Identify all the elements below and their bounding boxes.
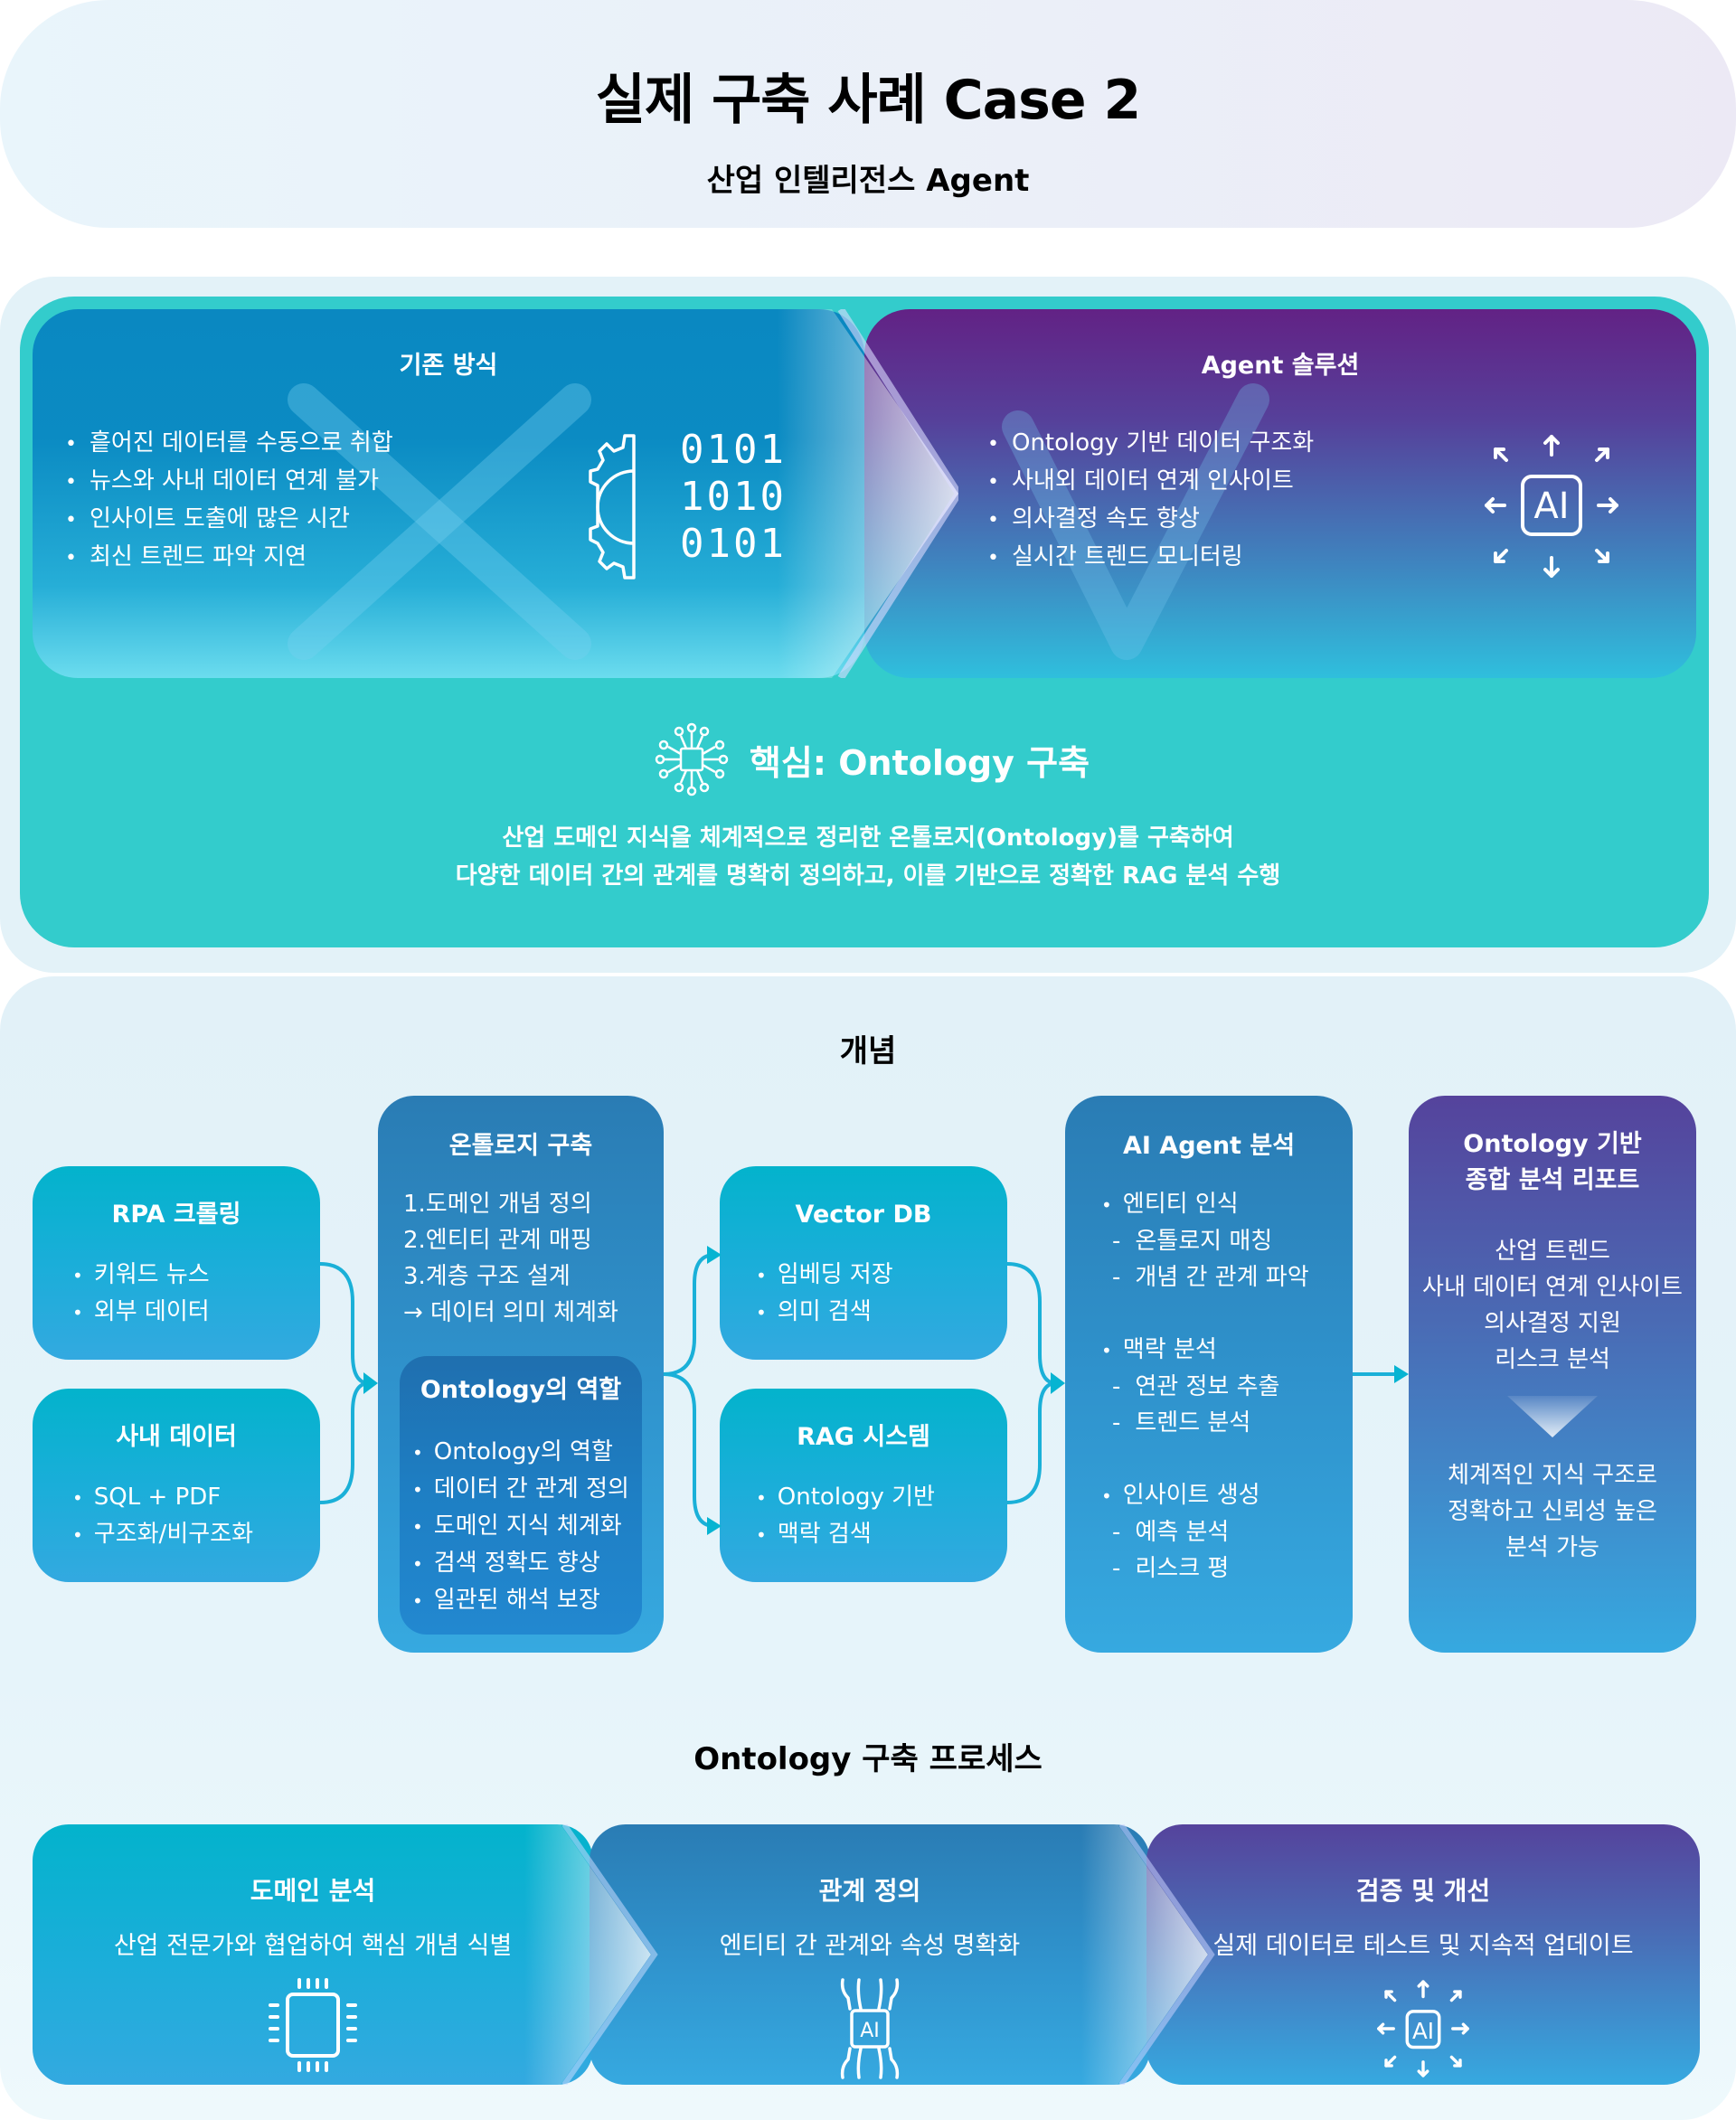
down-triangle-icon — [1507, 1396, 1598, 1437]
circuit-network-icon — [655, 722, 729, 796]
vector-db-box: Vector DB 임베딩 저장 의미 검색 — [720, 1166, 1007, 1360]
report-item: 의사결정 지원 — [1484, 1310, 1621, 1337]
gear-binary-icon — [589, 434, 636, 579]
step-title: 검증 및 개선 — [1355, 1876, 1491, 1906]
core-description-line-2: 다양한 데이터 간의 관계를 명확히 정의하고, 이를 기반으로 정확한 RAG… — [455, 862, 1281, 890]
core-heading: 핵심: Ontology 구축 — [0, 722, 1736, 796]
process-chevron-icon — [524, 1824, 658, 2085]
process-step-relation-definition: 관계 정의 엔티티 간 관계와 속성 명확화 AI — [590, 1824, 1150, 2085]
rpa-title: RPA 크롤링 — [111, 1201, 241, 1229]
svg-text:AI: AI — [1533, 485, 1569, 527]
ai-expand-icon: AI — [1377, 1980, 1469, 2078]
list-item: 맥락 검색 — [756, 1516, 935, 1553]
list-item: 3.계층 구조 설계 — [403, 1263, 571, 1290]
list-item: 임베딩 저장 — [756, 1257, 893, 1294]
list-item: 일관된 해석 보장 — [412, 1582, 629, 1619]
page-title: 실제 구축 사례 Case 2 — [595, 69, 1141, 132]
report-title-line-1: Ontology 기반 — [1463, 1130, 1642, 1158]
report-item: 사내 데이터 연계 인사이트 — [1422, 1274, 1683, 1301]
list-item: 의사결정 속도 향상 — [987, 501, 1314, 539]
list-item: 인사이트 생성 — [1101, 1477, 1309, 1514]
core-title: 핵심: Ontology 구축 — [749, 742, 1090, 783]
report-title-line-2: 종합 분석 리포트 — [1465, 1166, 1640, 1194]
list-item: Ontology 기반 데이터 구조화 — [987, 425, 1314, 463]
list-item: 데이터 간 관계 정의 — [412, 1471, 629, 1508]
ai-expand-icon: AI — [1485, 435, 1618, 578]
list-item: 인사이트 도출에 많은 시간 — [65, 501, 393, 539]
concept-heading: 개념 — [839, 1033, 897, 1069]
list-subitem: 개념 간 관계 파악 — [1101, 1259, 1308, 1296]
list-subitem: 온톨로지 매칭 — [1101, 1223, 1309, 1259]
process-step-domain-analysis: 도메인 분석 산업 전문가와 협업하여 핵심 개념 식별 — [33, 1824, 593, 2085]
list-item: Ontology의 역할 — [412, 1434, 629, 1471]
list-item: 구조화/비구조화 — [72, 1516, 253, 1553]
step-title: 도메인 분석 — [250, 1876, 376, 1906]
step-description: 실제 데이터로 테스트 및 지속적 업데이트 — [1212, 1932, 1634, 1960]
agent-panel: Agent 솔루션 Ontology 기반 데이터 구조화 사내외 데이터 연계… — [864, 309, 1696, 678]
list-subitem: 트렌드 분석 — [1101, 1405, 1309, 1441]
report-conclusion: 정확하고 신뢰성 높은 — [1448, 1498, 1657, 1525]
rag-system-box: RAG 시스템 Ontology 기반 맥락 검색 — [720, 1389, 1007, 1582]
list-item: 엔티티 인식 — [1101, 1186, 1309, 1223]
agent-list: Ontology 기반 데이터 구조화 사내외 데이터 연계 인사이트 의사결정… — [987, 425, 1314, 577]
legacy-list: 흩어진 데이터를 수동으로 취합 뉴스와 사내 데이터 연계 불가 인사이트 도… — [65, 425, 393, 577]
process-step-validation: 검증 및 개선 실제 데이터로 테스트 및 지속적 업데이트 AI — [1146, 1824, 1700, 2085]
list-item: Ontology 기반 — [756, 1479, 935, 1516]
list-item: 실시간 트렌드 모니터링 — [987, 539, 1314, 577]
transition-chevron-icon — [778, 309, 958, 678]
ai-agent-title: AI Agent 분석 — [1122, 1132, 1296, 1160]
ontology-build-title: 온톨로지 구축 — [448, 1132, 593, 1160]
svg-text:AI: AI — [1412, 2018, 1434, 2044]
list-item: 흩어진 데이터를 수동으로 취합 — [65, 425, 393, 463]
step-description: 산업 전문가와 협업하여 핵심 개념 식별 — [113, 1932, 513, 1960]
ontology-role-box: Ontology의 역할 Ontology의 역할 데이터 간 관계 정의 도메… — [400, 1356, 642, 1635]
chip-icon — [269, 1978, 357, 2072]
agent-title: Agent 솔루션 — [1201, 352, 1360, 380]
legacy-panel: 기존 방식 흩어진 데이터를 수동으로 취합 뉴스와 사내 데이터 연계 불가 … — [33, 309, 864, 678]
process-chevron-icon — [1081, 1824, 1215, 2085]
internal-data-box: 사내 데이터 SQL + PDF 구조화/비구조화 — [33, 1389, 320, 1582]
list-item: 2.엔티티 관계 매핑 — [403, 1227, 592, 1254]
internal-title: 사내 데이터 — [116, 1423, 237, 1451]
report-conclusion: 체계적인 지식 구조로 — [1448, 1462, 1657, 1489]
ai-agent-analysis-box: AI Agent 분석 엔티티 인식 온톨로지 매칭 개념 간 관계 파악 맥락… — [1065, 1096, 1353, 1653]
report-box: Ontology 기반 종합 분석 리포트 산업 트렌드 사내 데이터 연계 인… — [1409, 1096, 1696, 1653]
list-item: 외부 데이터 — [72, 1294, 210, 1331]
binary-text: 0101 1010 0101 — [680, 427, 787, 567]
core-description-line-1: 산업 도메인 지식을 체계적으로 정리한 온톨로지(Ontology)를 구축하… — [502, 824, 1234, 852]
process-heading: Ontology 구축 프로세스 — [693, 1741, 1043, 1777]
list-item: 키워드 뉴스 — [72, 1257, 210, 1294]
list-subitem: 예측 분석 — [1101, 1514, 1309, 1550]
list-item: → 데이터 의미 체계화 — [403, 1299, 618, 1326]
flow-connectors — [319, 1246, 1409, 1535]
list-subitem: 연관 정보 추출 — [1101, 1369, 1309, 1405]
list-item: 뉴스와 사내 데이터 연계 불가 — [65, 463, 393, 501]
list-item: 사내외 데이터 연계 인사이트 — [987, 463, 1314, 501]
report-item: 리스크 분석 — [1495, 1346, 1610, 1373]
rpa-crawling-box: RPA 크롤링 키워드 뉴스 외부 데이터 — [33, 1166, 320, 1360]
step-title: 관계 정의 — [818, 1876, 921, 1906]
page-subtitle: 산업 인텔리전스 Agent — [706, 163, 1030, 199]
vector-db-title: Vector DB — [795, 1201, 932, 1229]
header-banner — [0, 0, 1736, 228]
rag-title: RAG 시스템 — [797, 1423, 930, 1451]
report-item: 산업 트렌드 — [1495, 1238, 1610, 1265]
ontology-role-title: Ontology의 역할 — [420, 1376, 622, 1404]
list-item: 1.도메인 개념 정의 — [403, 1191, 592, 1218]
list-item: 검색 정확도 향상 — [412, 1545, 629, 1582]
list-subitem: 리스크 평 — [1101, 1550, 1309, 1587]
ai-chip-icon: AI — [840, 1978, 900, 2079]
list-item: 도메인 지식 체계화 — [412, 1508, 629, 1545]
list-item: 의미 검색 — [756, 1294, 893, 1331]
list-item: 최신 트렌드 파악 지연 — [65, 539, 393, 577]
svg-text:AI: AI — [860, 2020, 880, 2042]
step-description: 엔티티 간 관계와 속성 명확화 — [719, 1932, 1021, 1960]
list-item: SQL + PDF — [72, 1479, 253, 1516]
report-conclusion: 분석 가능 — [1505, 1534, 1599, 1561]
legacy-title: 기존 방식 — [399, 352, 498, 380]
list-item: 맥락 분석 — [1101, 1332, 1309, 1369]
